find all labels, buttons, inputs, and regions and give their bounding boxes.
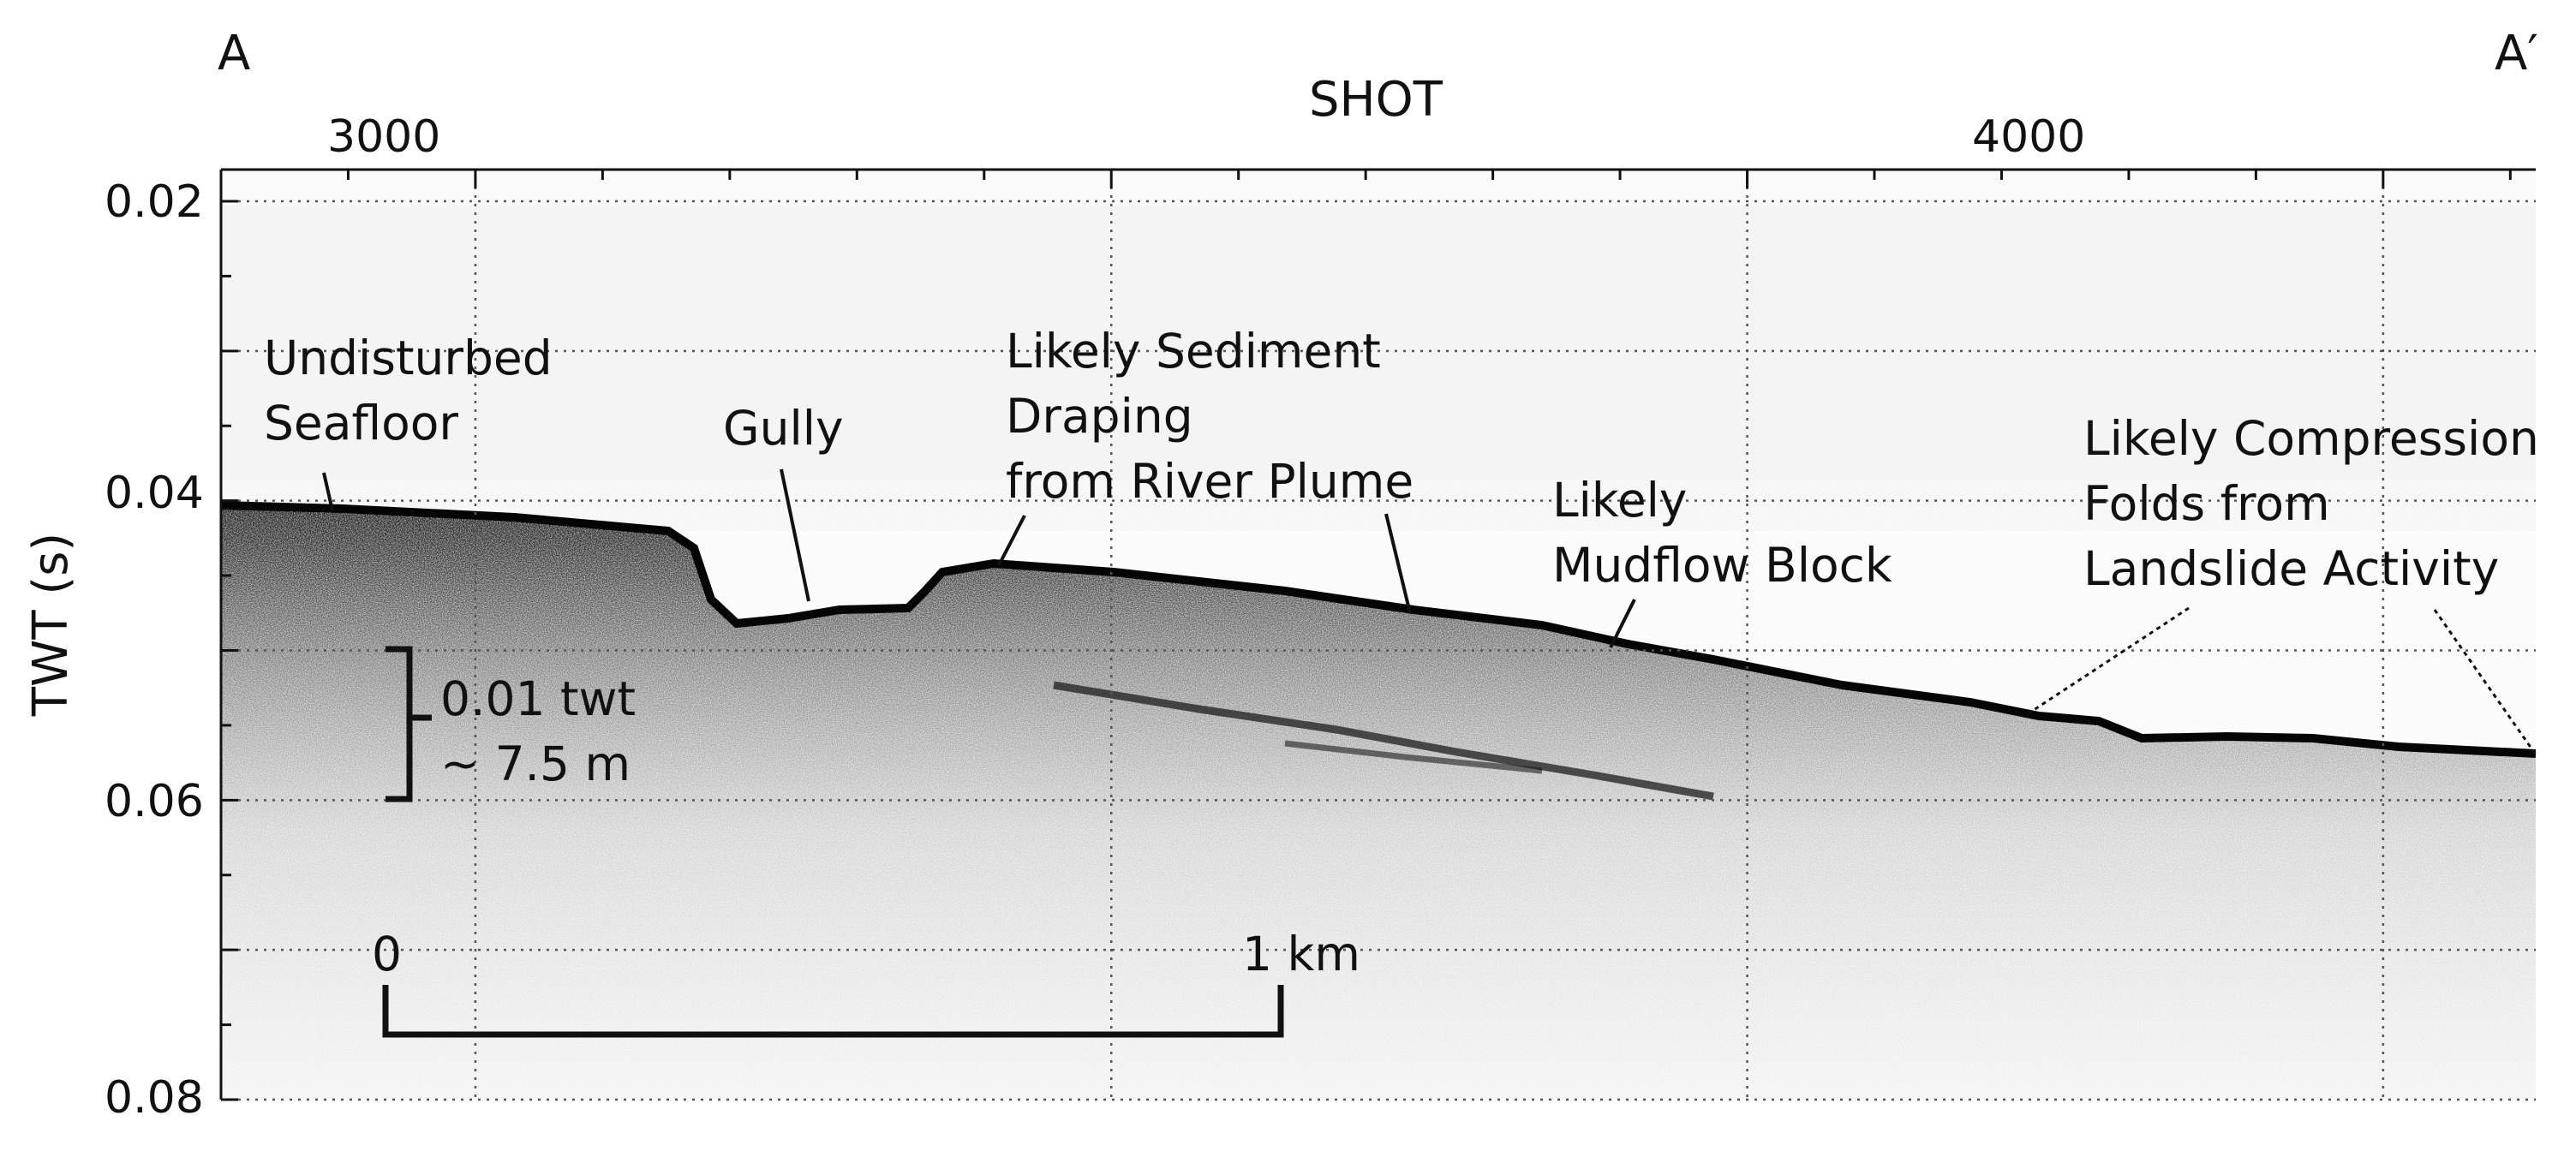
annotation-line: Landslide Activity [2083, 541, 2500, 596]
grid-lines [221, 170, 2536, 1101]
annotation-gully: Gully [723, 396, 844, 461]
vertical-scale-line1: 0.01 twt [440, 671, 637, 726]
leader-gully [780, 468, 810, 602]
horizontal-scale-start: 0 [372, 927, 402, 981]
annotation-line: Likely [1552, 473, 1688, 528]
leader-mudflow [1609, 599, 1636, 648]
horizontal-scale-end: 1 km [1242, 927, 1360, 981]
left-tick-label-0-02: 0.02 [105, 176, 204, 228]
leader-compression-left [2025, 606, 2190, 717]
left-tick-label-0-08: 0.08 [105, 1072, 204, 1124]
top-tick-label-4000: 4000 [1972, 111, 2086, 163]
horizontal-scale-bar [382, 985, 1284, 1038]
annotation-line: Likely Compression [2083, 411, 2539, 466]
vertical-scale-bar [386, 646, 432, 802]
annotation-line: Undisturbed [264, 331, 553, 385]
subsurface-reflector [1053, 681, 1714, 801]
annotation-sediment-draping: Likely Sediment Draping from River Plume [1006, 319, 1414, 514]
subsurface-reflector [1284, 740, 1543, 774]
annotation-mudflow-block: Likely Mudflow Block [1552, 468, 1892, 598]
section-end-label: A′ [2495, 26, 2539, 81]
annotation-line: Folds from [2083, 476, 2330, 531]
annotation-line: Likely Sediment [1006, 324, 1381, 379]
annotation-undisturbed-seafloor: Undisturbed Seafloor [264, 325, 553, 456]
annotation-line: from River Plume [1006, 454, 1414, 509]
top-axis-title: SHOT [1309, 72, 1443, 128]
annotation-line: Gully [723, 401, 844, 456]
annotation-line: Seafloor [264, 396, 459, 450]
left-tick-label-0-06: 0.06 [105, 776, 204, 827]
leader-draping-left [997, 515, 1026, 566]
annotation-line: Draping [1006, 389, 1193, 444]
annotation-line: Mudflow Block [1552, 538, 1892, 593]
leader-compression-right [2433, 609, 2539, 758]
vertical-scale-label: 0.01 twt ~ 7.5 m [440, 666, 636, 796]
top-tick-label-3000: 3000 [327, 111, 441, 163]
leader-draping-right [1384, 513, 1412, 614]
annotation-compression-folds: Likely Compression Folds from Landslide … [2083, 406, 2539, 601]
water-column-noise [221, 206, 2536, 531]
left-tick-label-0-04: 0.04 [105, 468, 204, 519]
section-start-label: A [218, 26, 251, 81]
vertical-scale-line2: ~ 7.5 m [440, 737, 631, 791]
acoustic-speckle [221, 480, 2536, 1100]
axis-ticks [221, 170, 2512, 1101]
left-axis-title: TWT (s) [23, 532, 79, 717]
leader-undisturbed [322, 472, 334, 511]
seafloor-reflector [221, 501, 2536, 758]
